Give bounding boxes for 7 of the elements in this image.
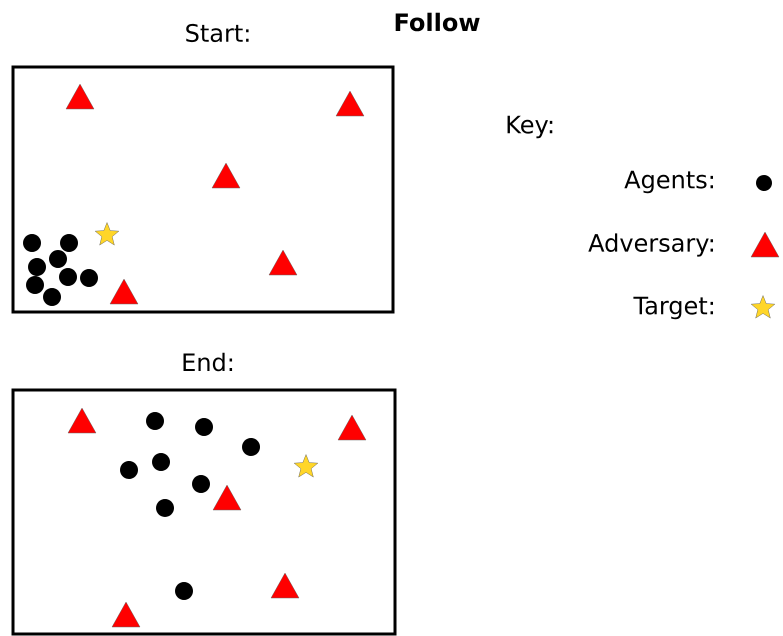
panel-heading: End:: [184, 352, 232, 372]
key-heading: Key:: [508, 116, 552, 138]
legend-label: Agents:: [624, 170, 713, 194]
legend-label: Target:: [633, 296, 713, 320]
legend-label: Adversary:: [588, 233, 714, 257]
title: Follow: [396, 12, 480, 32]
panel-heading: Start:: [186, 24, 249, 42]
